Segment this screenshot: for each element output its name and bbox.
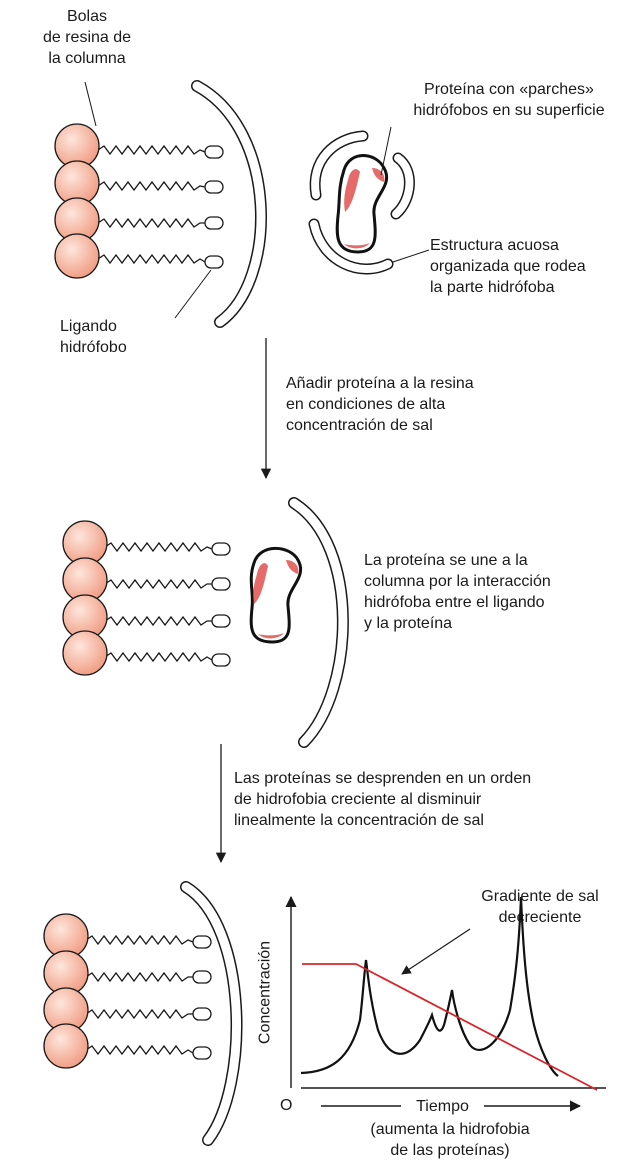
chart-axes	[285, 895, 606, 1112]
step2-text: Las proteínas se desprenden en un orden …	[234, 768, 531, 831]
resin-beads-3	[43, 913, 89, 1069]
step1-text-line-2: en condiciones de alta	[286, 396, 446, 413]
elution-profile	[300, 896, 559, 1077]
step2-text-line-3: linealmente la concentración de sal	[234, 812, 484, 829]
hydrophobic-patches	[344, 168, 385, 249]
protein-leader-lines	[380, 126, 430, 263]
salt-gradient-line	[302, 963, 598, 1091]
x-axis-note-line-2: de las proteínas)	[390, 1142, 510, 1159]
ligand-label-line-2: hidrófobo	[60, 339, 127, 356]
resin-beads-2	[62, 520, 108, 676]
panel3-elution	[43, 881, 606, 1146]
water-label: Estructura acuosa organizada que rodea l…	[430, 235, 586, 298]
protein-label: Proteína con «parches» hidrófobos en su …	[384, 79, 634, 121]
ligand-chains-3	[85, 934, 212, 1060]
beads-label-line-3: la columna	[48, 50, 126, 67]
panel1-protein	[308, 126, 430, 275]
resin-beads	[54, 123, 100, 279]
panel2-text-line-4: y la proteína	[364, 615, 453, 632]
ligand-label-line-1: Ligando	[60, 318, 117, 335]
panel2-bound	[62, 497, 349, 748]
panel2-text-line-2: columna por la interacción	[364, 573, 551, 590]
protein-label-line-2: hidrófobos en su superficie	[413, 102, 605, 119]
x-axis-note-line-1: (aumenta la hidrofobia	[370, 1121, 530, 1138]
y-axis-label: Concentración	[256, 940, 274, 1045]
resin-column-wall-2	[288, 497, 349, 748]
gradient-callout-arrow	[401, 928, 471, 975]
water-label-line-3: la parte hidrófoba	[430, 279, 555, 296]
step1-text-line-1: Añadir proteína a la resina	[286, 375, 474, 392]
step2-text-line-1: Las proteínas se desprenden en un orden	[234, 770, 532, 787]
water-label-line-1: Estructura acuosa	[430, 237, 559, 254]
origin-label: O	[280, 1097, 293, 1114]
panel2-text: La proteína se une a la columna por la i…	[364, 550, 551, 634]
ligand-chains	[97, 144, 224, 269]
label-leader-lines	[84, 81, 212, 319]
panel2-text-line-1: La proteína se une a la	[364, 552, 528, 569]
protein-label-line-1: Proteína con «parches»	[424, 81, 594, 98]
ligand-chains-2	[104, 541, 231, 667]
beads-label-line-1: Bolas	[66, 8, 108, 25]
beads-label: Bolas de resina de la columna	[13, 6, 161, 69]
ligand-label: Ligando hidrófobo	[60, 316, 127, 358]
gradient-label-line-2: decreciente	[498, 909, 582, 926]
step2-text-line-2: de hidrofobia creciente al disminuir	[234, 791, 482, 808]
panel1-resin	[54, 80, 267, 328]
water-shell	[308, 130, 415, 275]
water-label-line-2: organizada que rodea	[430, 258, 586, 275]
gradient-label-line-1: Gradiente de sal	[481, 888, 599, 905]
x-axis-note: (aumenta la hidrofobia de las proteínas)	[330, 1119, 570, 1161]
step1-text-line-3: concentración de sal	[286, 417, 433, 434]
hydrophobic-patches-2	[253, 560, 299, 639]
beads-label-line-2: de resina de	[42, 29, 132, 46]
resin-column-wall	[191, 80, 267, 328]
resin-column-wall-3	[180, 881, 243, 1146]
gradient-label: Gradiente de sal decreciente	[450, 886, 630, 928]
x-axis-label: Tiempo	[416, 1098, 469, 1115]
step1-text: Añadir proteína a la resina en condicion…	[286, 373, 474, 436]
panel2-text-line-3: hidrófoba entre el ligando	[364, 594, 545, 611]
